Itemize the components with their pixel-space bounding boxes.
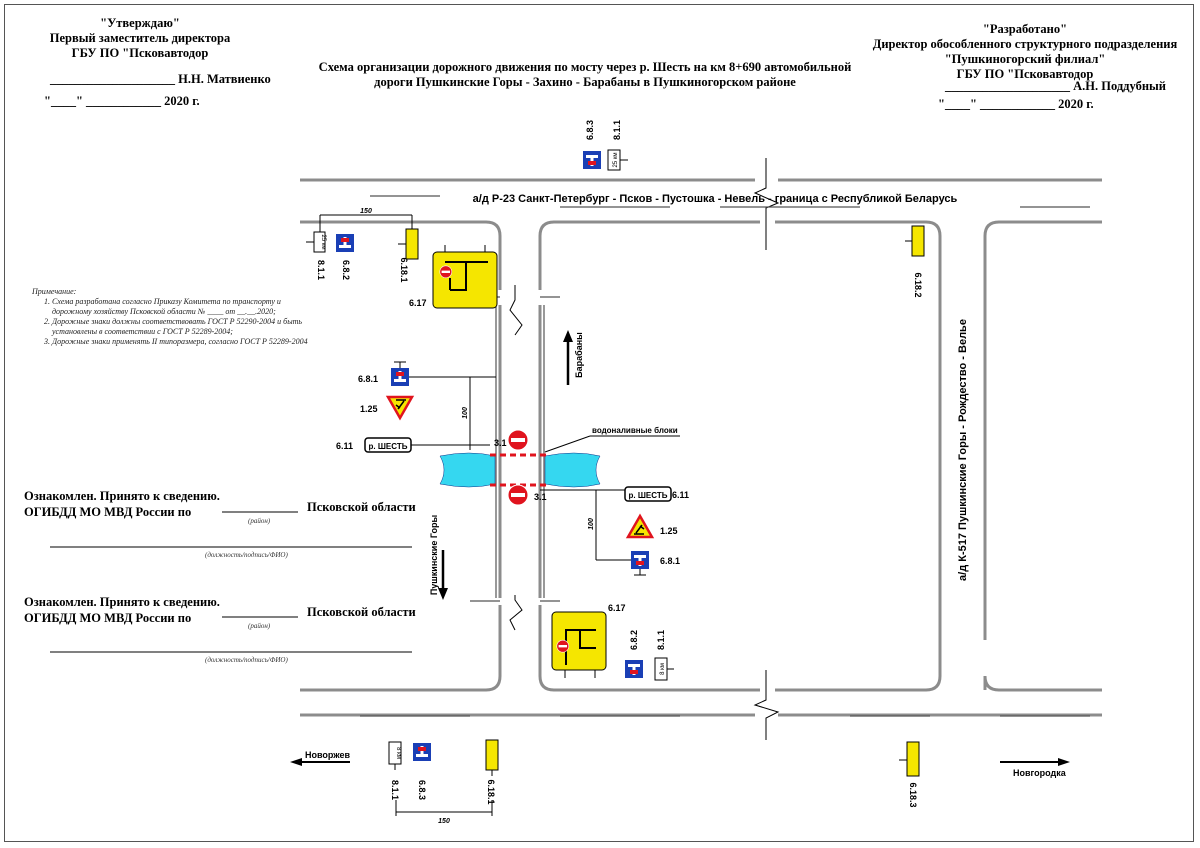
- svg-text:100: 100: [462, 407, 469, 419]
- side-road-name: а/д К-517 Пушкинские Горы - Рождество - …: [957, 319, 969, 581]
- svg-text:1.25: 1.25: [360, 404, 378, 414]
- svg-text:150: 150: [360, 208, 372, 215]
- ack-hint-signature: (должность/подпись/ФИО): [205, 656, 288, 664]
- svg-text:6.11: 6.11: [336, 441, 353, 451]
- river: [439, 452, 601, 488]
- svg-text:8.1.1: 8.1.1: [612, 120, 622, 140]
- approval-date: "____" ____________ 2020 г.: [44, 94, 200, 108]
- developed-line2: "Пушкиногорский филиал": [944, 52, 1106, 66]
- svg-text:150: 150: [438, 818, 450, 825]
- svg-text:р. ШЕСТЬ: р. ШЕСТЬ: [369, 442, 408, 451]
- svg-text:8.1.1: 8.1.1: [390, 780, 400, 800]
- approval-line2: ГБУ ПО "Псковавтодор: [71, 46, 209, 60]
- svg-text:25 км: 25 км: [613, 152, 619, 167]
- svg-text:6.18.1: 6.18.1: [399, 257, 409, 282]
- svg-text:р. ШЕСТЬ: р. ШЕСТЬ: [629, 491, 668, 500]
- scheme-title: Схема организации дорожного движения по …: [300, 60, 870, 90]
- svg-text:6.8.3: 6.8.3: [585, 120, 595, 140]
- svg-text:6.17: 6.17: [608, 603, 626, 613]
- developed-line3: ГБУ ПО "Псковавтодор: [956, 67, 1094, 81]
- direction-west: Новоржев: [290, 750, 351, 766]
- svg-text:6.18.1: 6.18.1: [486, 779, 496, 804]
- svg-text:6.8.2: 6.8.2: [629, 630, 639, 650]
- ack-line1: Ознакомлен. Принято к сведению.: [24, 595, 220, 609]
- sign-group-bottom-right-bridge: 8 км 6.8.2 8.1.1: [625, 630, 674, 681]
- ack-hint-district: (район): [248, 517, 271, 525]
- sign-group-top-left: 150 25 км 8.1.1 6.8.2 6.18.1: [306, 208, 419, 283]
- ack-line2: ОГИБДД МО МВД России по: [24, 611, 192, 625]
- direction-south: Пушкинские Горы: [429, 515, 448, 600]
- ack-line1: Ознакомлен. Принято к сведению.: [24, 489, 220, 503]
- svg-text:6.8.1: 6.8.1: [660, 556, 680, 566]
- approval-title: "Утверждаю": [100, 16, 180, 30]
- approval-block: "Утверждаю" Первый заместитель директора…: [30, 16, 250, 61]
- note-item: Дорожные знаки должны соответствовать ГО…: [52, 317, 322, 337]
- sign-6-17-top: 6.17: [409, 245, 498, 309]
- sign-6-17-bottom: 6.17: [551, 603, 626, 678]
- notes-heading: Примечание:: [32, 287, 77, 296]
- svg-text:8 км: 8 км: [395, 747, 401, 759]
- developed-title: "Разработано": [982, 22, 1068, 36]
- svg-text:Пушкинские Горы: Пушкинские Горы: [429, 515, 439, 596]
- direction-east: Новгородка: [1000, 758, 1070, 778]
- break-lines: [509, 158, 780, 740]
- svg-text:Новоржев: Новоржев: [305, 750, 351, 760]
- svg-text:6.8.3: 6.8.3: [417, 780, 427, 800]
- sign-group-bottom-left: 8 км 8.1.1 6.8.3 6.18.1 150: [388, 739, 499, 825]
- ack-line2: ОГИБДД МО МВД России по: [24, 505, 192, 519]
- developed-block: "Разработано" Директор обособленного стр…: [870, 22, 1180, 82]
- svg-text:Новгородка: Новгородка: [1013, 768, 1067, 778]
- approval-line1: Первый заместитель директора: [49, 31, 231, 45]
- svg-text:6.18.3: 6.18.3: [908, 782, 918, 807]
- svg-text:100: 100: [588, 518, 595, 530]
- drawing-frame: [4, 4, 1194, 842]
- svg-text:6.8.2: 6.8.2: [341, 260, 351, 280]
- note-item: Схема разработана согласно Приказу Комит…: [52, 297, 322, 317]
- svg-text:8.1.1: 8.1.1: [656, 630, 666, 650]
- blocks-label: водоналивные блоки: [592, 426, 678, 435]
- ack-signature-lines: [50, 511, 412, 653]
- ack-hint-district: (район): [248, 622, 271, 630]
- svg-text:8 км: 8 км: [660, 663, 666, 675]
- sign-6-8-3-top: 25 км 6.8.3 8.1.1: [583, 120, 628, 171]
- notes: Примечание: Схема разработана согласно П…: [32, 287, 322, 347]
- sign-group-bridge-north: 6.8.1 1.25 р. ШЕСТЬ 6.11 100 3.1: [336, 361, 529, 453]
- developed-line1: Директор обособленного структурного подр…: [872, 37, 1178, 51]
- ack-region: Псковской области: [307, 500, 416, 514]
- svg-text:3.1: 3.1: [494, 438, 507, 448]
- direction-north: Барабаны: [563, 330, 584, 385]
- svg-text:6.17: 6.17: [409, 298, 427, 308]
- svg-text:1.25: 1.25: [660, 526, 678, 536]
- note-item: Дорожные знаки применять II типоразмера,…: [52, 337, 322, 347]
- svg-text:8.1.1: 8.1.1: [316, 260, 326, 280]
- sign-group-bridge-south: 3.1 р. ШЕСТЬ 6.11 100 1.25 6.8.1: [507, 484, 689, 576]
- ack-hint-signature: (должность/подпись/ФИО): [205, 551, 288, 559]
- svg-text:6.11: 6.11: [672, 490, 689, 500]
- sign-6-18-2: 6.18.2: [905, 225, 925, 298]
- lane-markings: [360, 195, 1090, 717]
- ack-region: Псковской области: [307, 605, 416, 619]
- svg-text:Барабаны: Барабаны: [574, 332, 584, 378]
- sign-6-18-3: 6.18.3: [899, 741, 920, 808]
- developed-sign: ____________________ А.Н. Поддубный: [945, 79, 1167, 93]
- svg-text:6.18.2: 6.18.2: [913, 272, 923, 297]
- svg-text:3.1: 3.1: [534, 492, 547, 502]
- main-road-name: а/д Р-23 Санкт-Петербург - Псков - Пусто…: [473, 193, 958, 205]
- scheme-title-line1: Схема организации дорожного движения по …: [318, 60, 852, 74]
- road-edges: [300, 178, 1102, 717]
- blocks-leader: [544, 435, 591, 453]
- svg-text:25 км: 25 км: [320, 234, 326, 249]
- svg-text:6.8.1: 6.8.1: [358, 374, 378, 384]
- approval-sign: ____________________ Н.Н. Матвиенко: [50, 72, 271, 86]
- scheme-title-line2: дороги Пушкинские Горы - Захино - Бараба…: [374, 75, 796, 89]
- developed-date: "____" ____________ 2020 г.: [938, 97, 1094, 111]
